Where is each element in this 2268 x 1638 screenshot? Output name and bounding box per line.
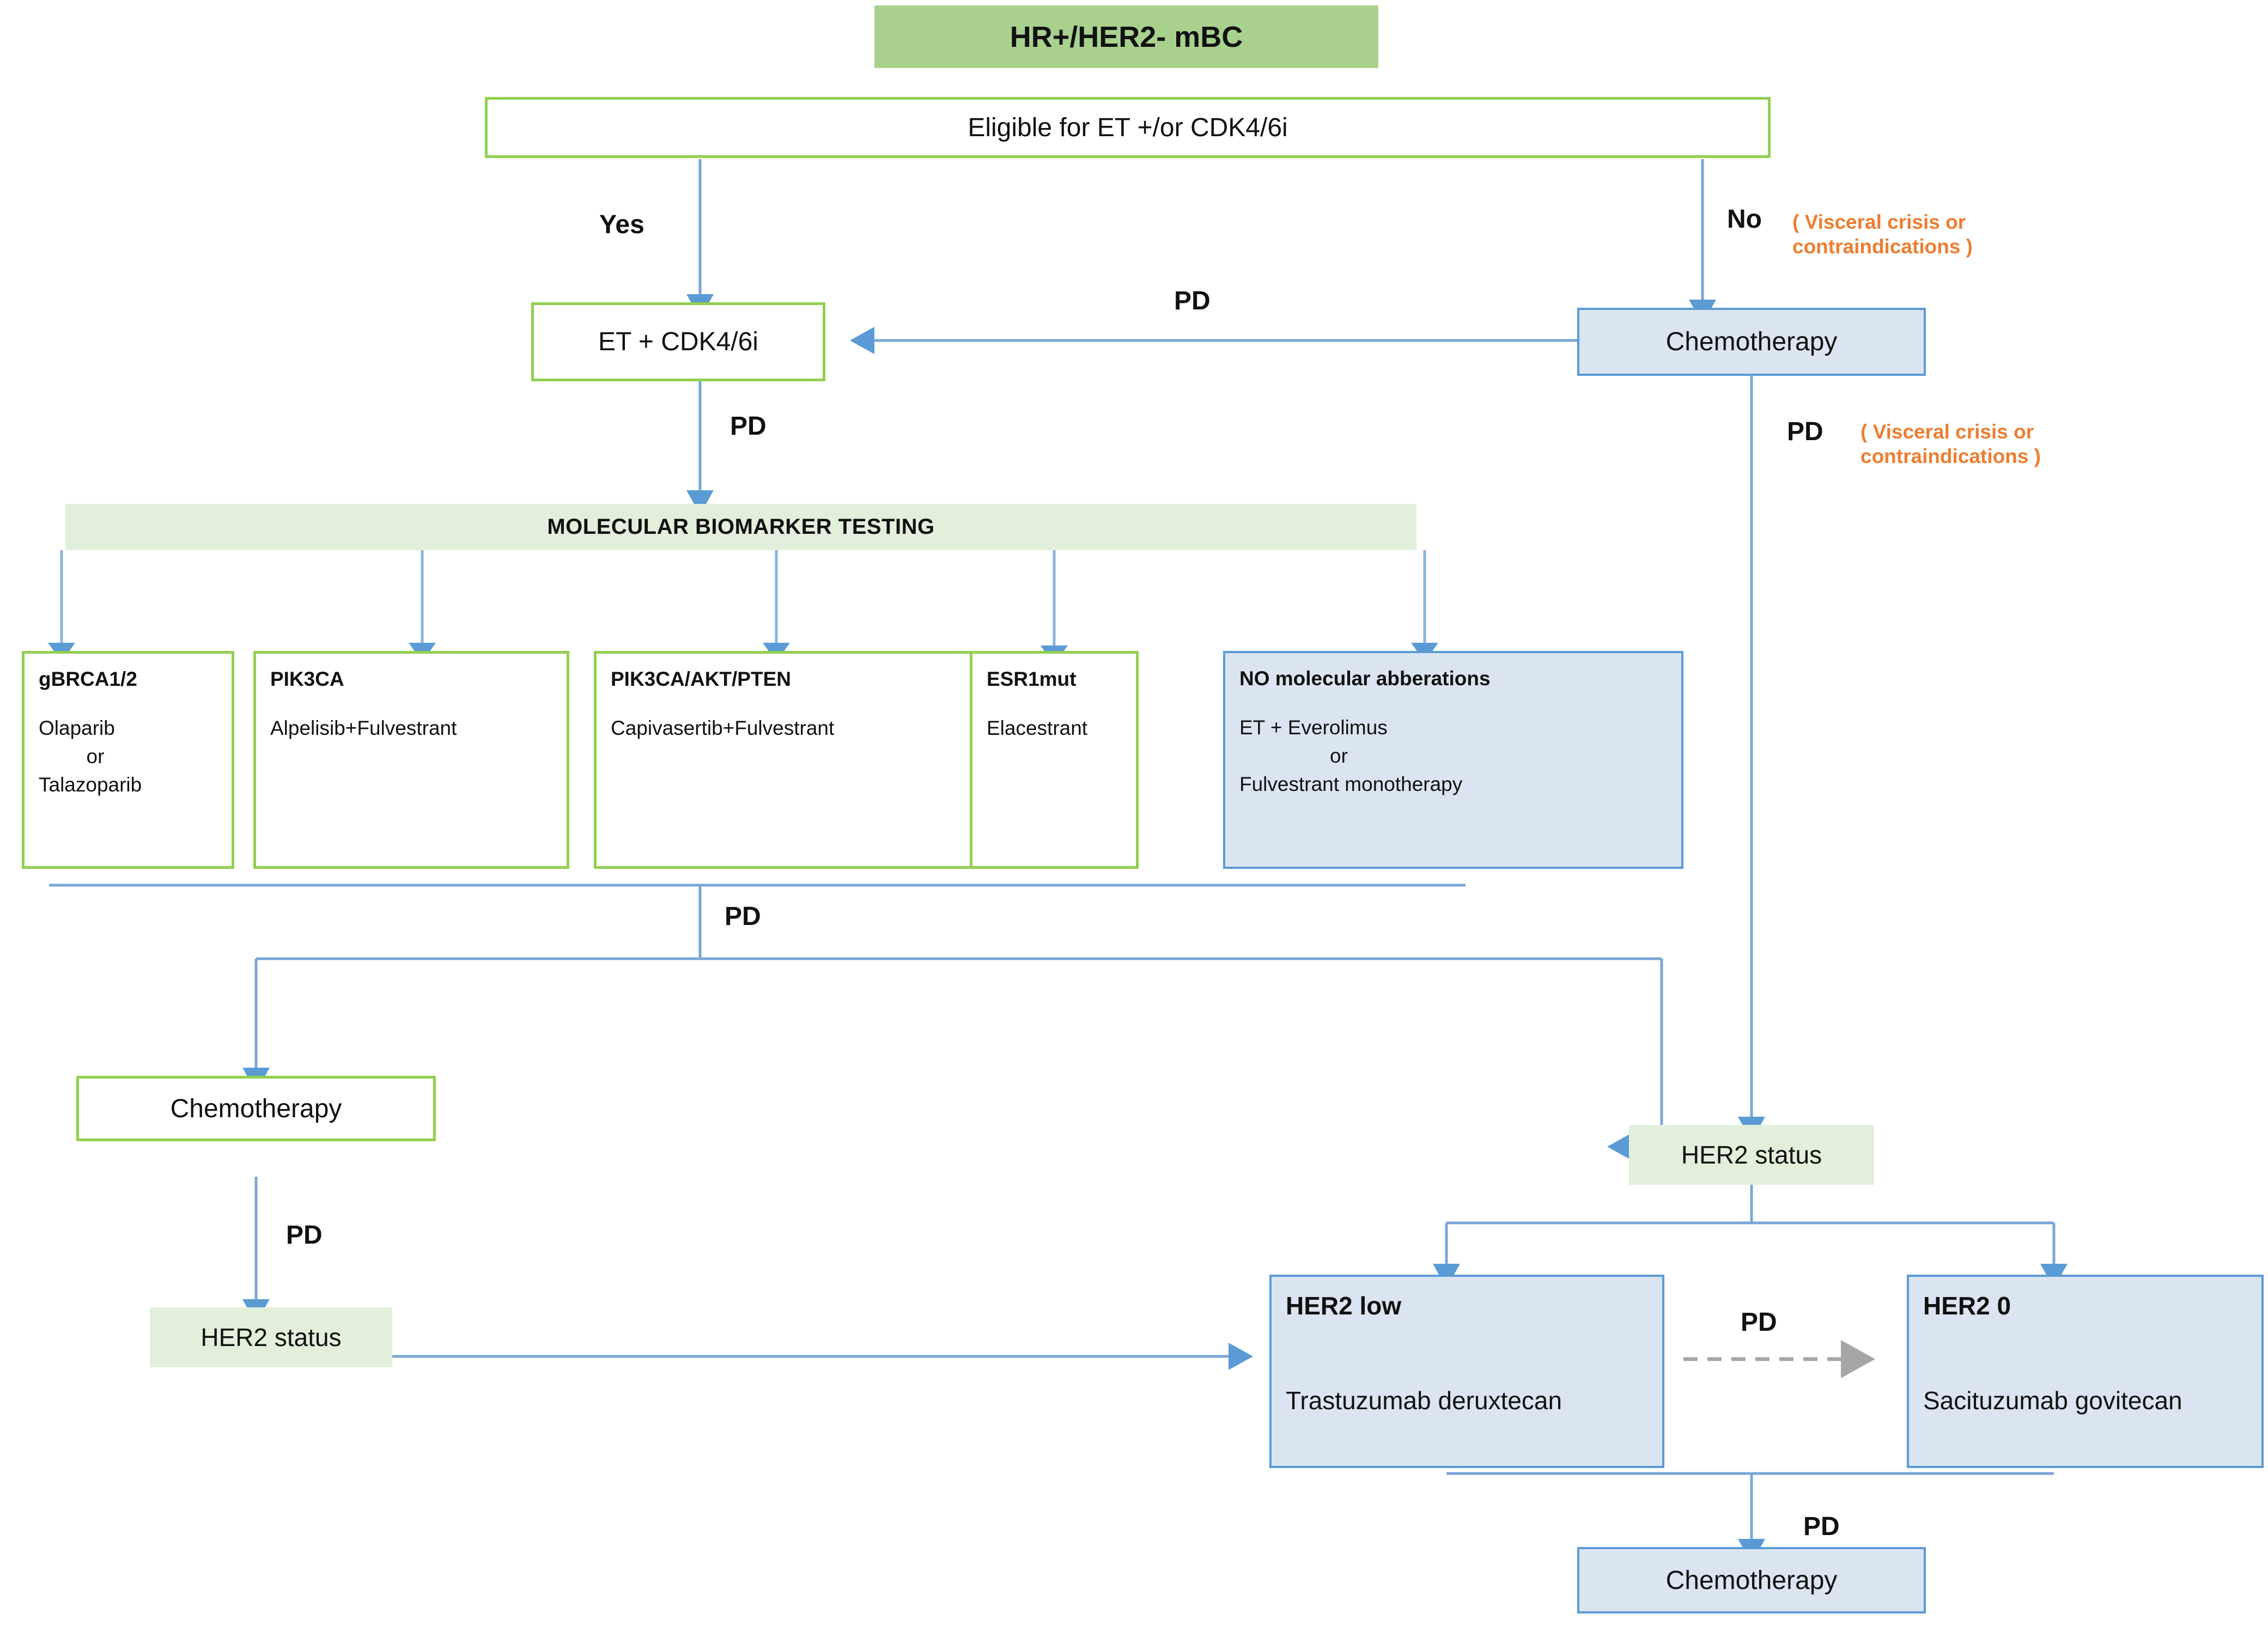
biomarker-line-1: Alpelisib+Fulvestrant bbox=[270, 717, 457, 739]
biomarker-line-3: Fulvestrant monotherapy bbox=[1239, 773, 1463, 795]
biomarker-box-no-molecular-abberations[interactable]: NO molecular abberations ET + Everolimus… bbox=[1223, 651, 1683, 869]
chemo-first-line-label: Chemotherapy bbox=[1665, 327, 1838, 356]
edge-note-pd-visceral-crisis: ( Visceral crisis or contraindications ) bbox=[1860, 421, 2041, 468]
her2-low-drug: Trastuzumab deruxtecan bbox=[1286, 1386, 1562, 1415]
node-et-cdk4-6i[interactable]: ET + CDK4/6i bbox=[531, 302, 825, 381]
header-label: HR+/HER2- mBC bbox=[1010, 20, 1243, 53]
biomarker-bar-label: MOLECULAR BIOMARKER TESTING bbox=[547, 515, 935, 539]
biomarker-title: PIK3CA bbox=[270, 668, 344, 690]
node-header-hr-her2-mbc: HR+/HER2- mBC bbox=[874, 5, 1378, 68]
edge-label-pd-her2low-her20: PD bbox=[1741, 1308, 1777, 1337]
her2-low-title: HER2 low bbox=[1286, 1292, 1402, 1320]
node-eligible-for-et-cdk[interactable]: Eligible for ET +/or CDK4/6i bbox=[485, 97, 1771, 158]
edge-label-pd-chemo-back: PD bbox=[1174, 287, 1211, 315]
chemo-after-biomarker-label: Chemotherapy bbox=[170, 1094, 342, 1123]
biomarker-line-1: Capivasertib+Fulvestrant bbox=[611, 717, 835, 739]
her2-zero-drug: Sacituzumab govitecan bbox=[1923, 1386, 2182, 1415]
edge-label-pd-chemo-her2: PD bbox=[286, 1221, 323, 1250]
biomarker-line-1: Elacestrant bbox=[987, 717, 1088, 739]
et-cdk-label: ET + CDK4/6i bbox=[598, 327, 758, 356]
biomarker-title: PIK3CA/AKT/PTEN bbox=[611, 668, 791, 690]
biomarker-line-2: or bbox=[1330, 745, 1348, 767]
biomarker-box-pik3ca[interactable]: PIK3CA Alpelisib+Fulvestrant bbox=[253, 651, 569, 869]
node-chemotherapy-after-biomarker[interactable]: Chemotherapy bbox=[76, 1076, 436, 1141]
biomarker-title: ESR1mut bbox=[987, 668, 1077, 690]
her2-zero-title: HER2 0 bbox=[1923, 1292, 2011, 1320]
edge-label-pd-biomarker-down: PD bbox=[725, 902, 761, 931]
her2-status-right-label: HER2 status bbox=[1681, 1141, 1822, 1169]
her2-status-left-label: HER2 status bbox=[200, 1323, 342, 1351]
edge-label-no: No bbox=[1727, 205, 1762, 234]
node-her2-zero[interactable]: HER2 0 Sacituzumab govitecan bbox=[1907, 1275, 2264, 1468]
edge-label-pd-chemo-right: PD bbox=[1787, 417, 1823, 446]
biomarker-box-gbrca[interactable]: gBRCA1/2 Olaparib or Talazoparib bbox=[22, 651, 234, 869]
biomarker-line-1: Olaparib bbox=[39, 717, 115, 739]
biomarker-title: gBRCA1/2 bbox=[39, 668, 137, 690]
biomarker-box-pik3ca-akt-pten[interactable]: PIK3CA/AKT/PTEN Capivasertib+Fulvestrant bbox=[594, 651, 975, 869]
biomarker-line-3: Talazoparib bbox=[39, 774, 142, 796]
eligibility-label: Eligible for ET +/or CDK4/6i bbox=[968, 113, 1288, 142]
biomarker-line-2: or bbox=[86, 745, 105, 768]
node-chemotherapy-first-line[interactable]: Chemotherapy bbox=[1577, 308, 1926, 376]
node-chemotherapy-final[interactable]: Chemotherapy bbox=[1577, 1547, 1926, 1613]
biomarker-line-1: ET + Everolimus bbox=[1239, 716, 1388, 739]
biomarker-box-esr1mut[interactable]: ESR1mut Elacestrant bbox=[970, 651, 1139, 869]
edge-note-no-visceral-crisis: ( Visceral crisis or contraindications ) bbox=[1792, 211, 1973, 258]
biomarker-title: NO molecular abberations bbox=[1239, 667, 1491, 690]
edge-label-pd-et-biomarker: PD bbox=[730, 412, 767, 441]
node-her2-status-right[interactable]: HER2 status bbox=[1629, 1125, 1874, 1185]
edge-label-pd-final-chemo: PD bbox=[1803, 1512, 1840, 1541]
edge-label-yes: Yes bbox=[599, 210, 644, 239]
edge-to-her2status-right bbox=[1607, 959, 1663, 1160]
node-her2-low[interactable]: HER2 low Trastuzumab deruxtecan bbox=[1269, 1275, 1664, 1468]
chemo-final-label: Chemotherapy bbox=[1665, 1566, 1838, 1595]
node-molecular-biomarker-testing: MOLECULAR BIOMARKER TESTING bbox=[65, 504, 1416, 550]
node-her2-status-left[interactable]: HER2 status bbox=[150, 1307, 392, 1367]
